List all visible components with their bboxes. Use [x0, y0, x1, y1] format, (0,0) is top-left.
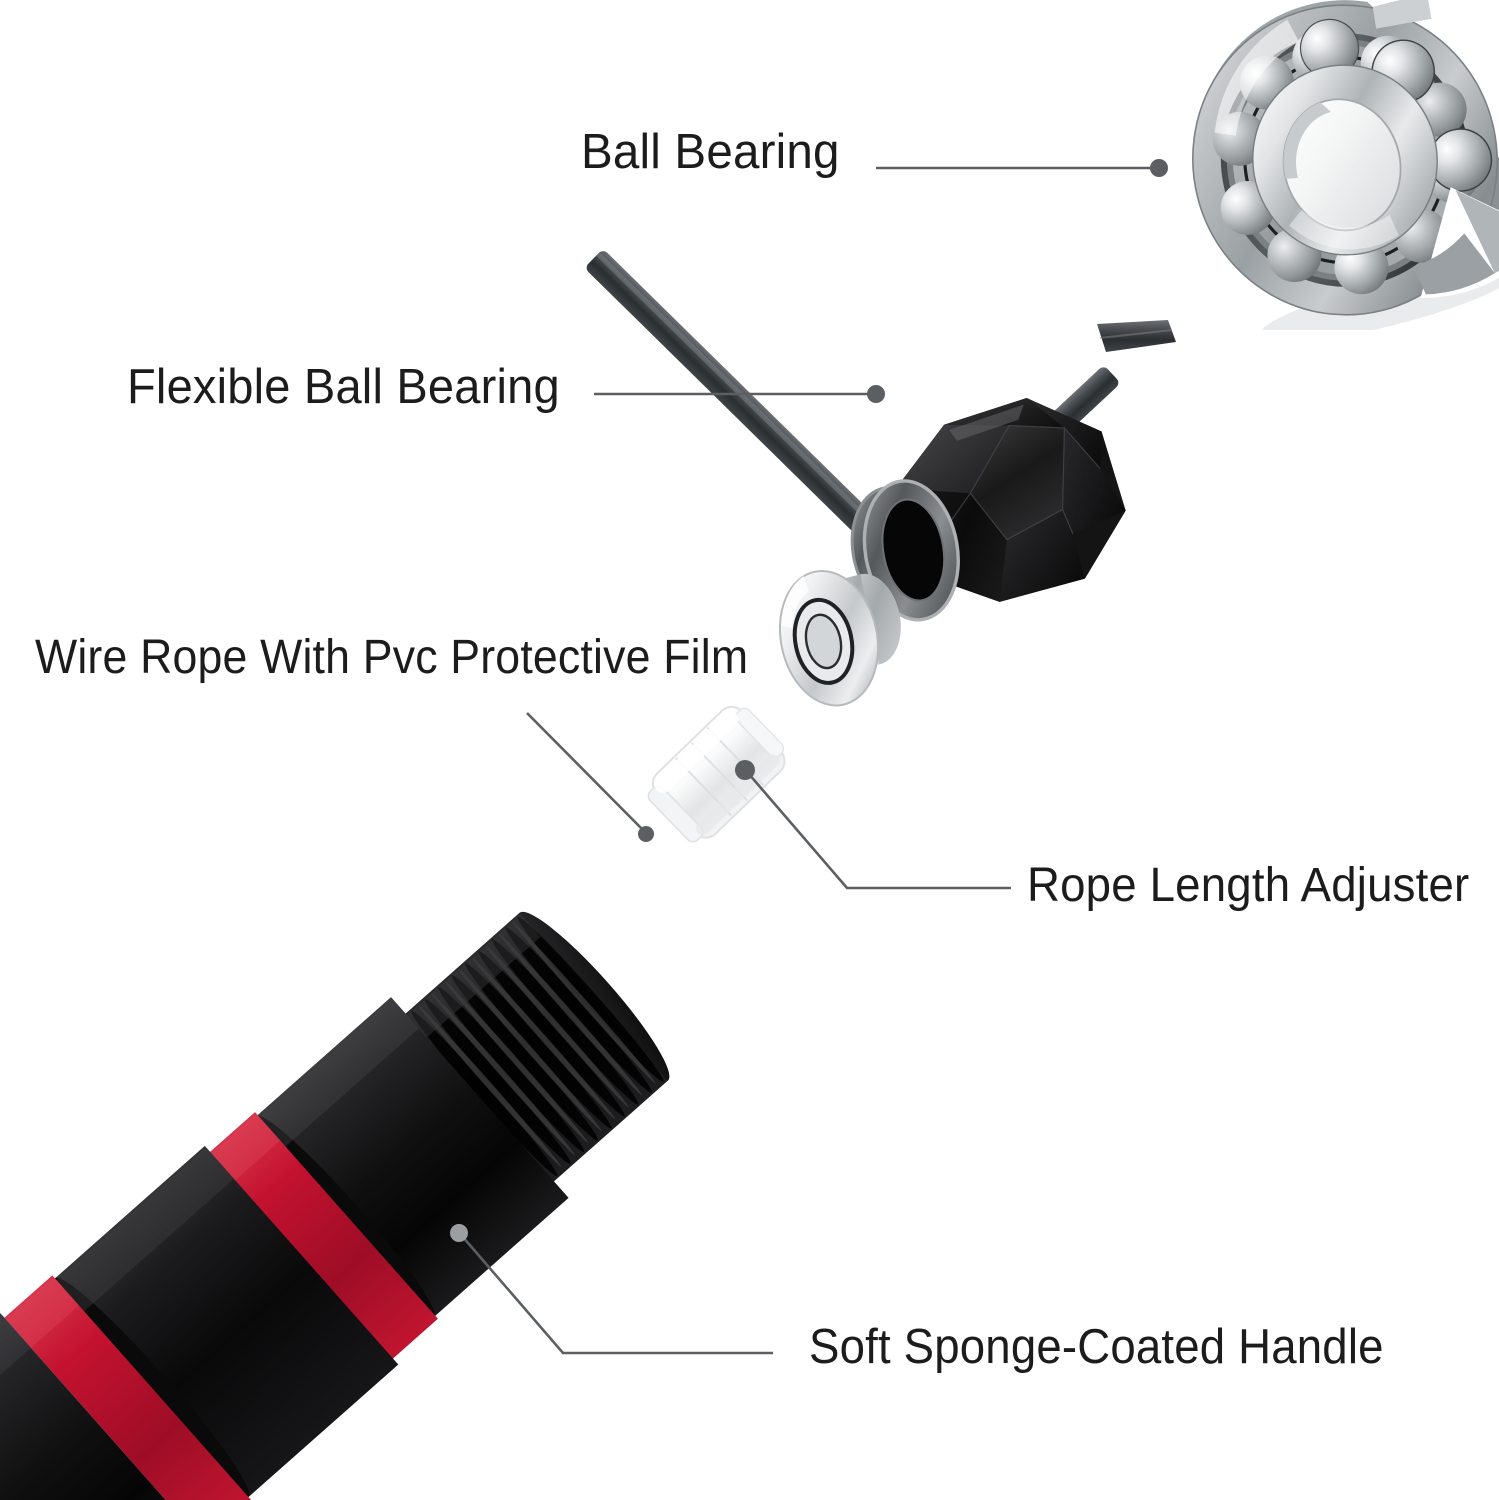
callout-label-flexible-ball-bearing: Flexible Ball Bearing: [127, 360, 560, 414]
threaded-collar: [402, 912, 668, 1185]
soft-sponge-handle-graphic: [0, 911, 670, 1500]
callout-label-ball-bearing: Ball Bearing: [581, 125, 840, 179]
metal-bearing-ring-graphic: [778, 569, 901, 707]
callout-label-soft-sponge-handle: Soft Sponge-Coated Handle: [809, 1320, 1384, 1374]
callout-label-wire-rope: Wire Rope With Pvc Protective Film: [35, 631, 749, 684]
ball-bearing-graphic: [1192, 0, 1499, 330]
flexible-ball-bearing-graphic: [850, 398, 1126, 622]
callout-label-rope-length-adjuster: Rope Length Adjuster: [1027, 859, 1470, 912]
rope-length-adjuster-graphic: [647, 705, 786, 843]
